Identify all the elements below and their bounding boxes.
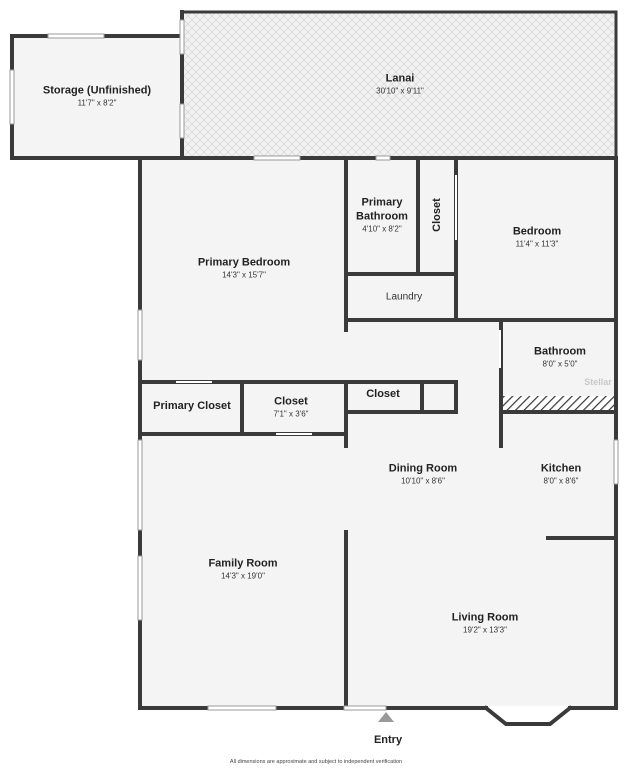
primary-closet-label: Primary Closet xyxy=(153,399,231,413)
primary-bathroom-label: Primary Bathroom 4'10" x 8'2" xyxy=(356,196,408,235)
lanai-floor xyxy=(183,13,616,157)
living-room-label: Living Room 19'2" x 13'3" xyxy=(452,611,519,636)
room-name: Living Room xyxy=(451,611,519,624)
room-dimensions: 14'3" x 15'7" xyxy=(222,270,266,280)
primary-bedroom-label: Primary Bedroom 14'3" x 15'7" xyxy=(198,256,290,281)
room-name: Kitchen xyxy=(540,462,582,475)
room-name: Bedroom xyxy=(512,225,562,238)
room-dimensions: 11'4" x 11'3" xyxy=(515,239,559,249)
room-dimensions: 7'1" x 3'6" xyxy=(273,409,309,419)
room-name: Closet xyxy=(431,198,443,232)
closet-small-label: Closet xyxy=(366,387,400,401)
storage-label: Storage (Unfinished) 11'7" x 8'2" xyxy=(43,84,151,109)
bathroom-label: Bathroom 8'0" x 5'0" xyxy=(534,345,586,370)
room-name: Bathroom xyxy=(356,210,408,223)
room-name: Primary xyxy=(361,196,403,209)
room-dimensions: 11'7" x 8'2" xyxy=(77,98,117,108)
room-name: Storage (Unfinished) xyxy=(42,84,152,97)
closet-mid-label: Closet 7'1" x 3'6" xyxy=(274,395,309,420)
entry-label: Entry xyxy=(373,734,403,746)
room-dimensions: 19'2" x 13'3" xyxy=(463,625,507,635)
room-dimensions: 30'10" x 9'11" xyxy=(376,86,424,96)
room-dimensions: 8'0" x 5'0" xyxy=(542,359,578,369)
room-name: Dining Room xyxy=(388,462,458,475)
door-gaps xyxy=(176,175,501,435)
closet-vertical-label: Closet xyxy=(430,198,444,232)
room-dimensions: 10'10" x 8'6" xyxy=(401,476,445,486)
room-name: Primary Closet xyxy=(153,400,231,412)
room-name: Family Room xyxy=(208,557,278,570)
windows xyxy=(9,19,619,711)
room-name: Lanai xyxy=(385,72,415,85)
storage-floor xyxy=(14,37,182,157)
entry-arrow xyxy=(378,712,394,722)
watermark: Stellar xyxy=(584,377,612,387)
room-dimensions: 14'3" x 19'0" xyxy=(221,571,265,581)
room-name: Closet xyxy=(366,388,400,400)
room-name: Primary Bedroom xyxy=(197,256,291,269)
room-dimensions: 8'0" x 8'6" xyxy=(543,476,579,486)
room-name: Bathroom xyxy=(534,345,586,358)
bedroom-label: Bedroom 11'4" x 11'3" xyxy=(513,225,561,250)
lanai-label: Lanai 30'10" x 9'11" xyxy=(376,72,424,97)
room-name: Closet xyxy=(274,395,308,408)
kitchen-label: Kitchen 8'0" x 8'6" xyxy=(541,462,581,487)
family-room-label: Family Room 14'3" x 19'0" xyxy=(208,557,277,582)
room-name: Laundry xyxy=(385,291,423,303)
laundry-label: Laundry xyxy=(386,292,422,303)
dining-room-label: Dining Room 10'10" x 8'6" xyxy=(389,462,457,487)
walls xyxy=(10,10,618,726)
disclaimer-text: All dimensions are approximate and subje… xyxy=(229,759,403,765)
room-dimensions: 4'10" x 8'2" xyxy=(362,224,402,234)
kitchen-counter-hatch xyxy=(503,396,614,410)
